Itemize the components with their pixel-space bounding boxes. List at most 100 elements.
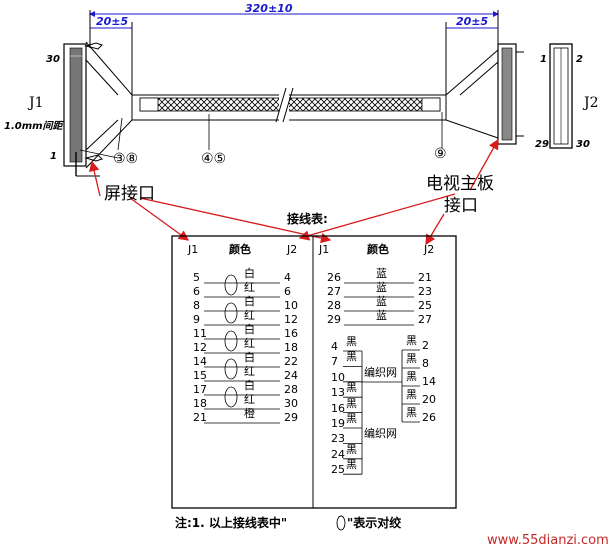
j1-pin-bottom: 1: [50, 151, 57, 162]
left-row-j2-pin: 4: [284, 271, 291, 284]
left-table-lines: [204, 274, 280, 424]
flat-cable: [131, 87, 447, 124]
j2-pinout: [549, 43, 573, 149]
j1-pin-top: 30: [46, 54, 60, 65]
ground-right-color: 黑: [406, 370, 417, 383]
left-row-j1-pin: 8: [193, 299, 200, 312]
j1-label: J1: [29, 95, 44, 111]
ground-left-color: 编织网: [364, 427, 397, 441]
callout-38: ③⑧: [113, 151, 139, 167]
left-row-color: 白: [244, 351, 255, 364]
left-row-j1-pin: 9: [193, 313, 200, 326]
ground-left-color: 编织网: [364, 365, 397, 379]
left-row-color: 白: [244, 267, 255, 280]
left-row-color: 橙: [244, 407, 255, 420]
right-header-j1: J1: [319, 243, 330, 256]
left-header-color: 颜色: [229, 243, 251, 256]
left-row-j1-pin: 18: [193, 397, 207, 410]
ground-left-color: 黑: [346, 442, 357, 456]
left-row-color: 红: [244, 309, 255, 322]
ground-left-pin: 13: [331, 386, 345, 400]
ground-left-color: 黑: [346, 396, 357, 410]
left-row-j1-pin: 11: [193, 327, 207, 340]
left-row-color: 红: [244, 281, 255, 294]
right-row-color: 蓝: [376, 267, 387, 280]
right-row-j1-pin: 26: [327, 271, 341, 284]
ground-left-color: 黑: [346, 412, 357, 425]
left-row-j2-pin: 22: [284, 355, 298, 368]
right-header-j2: J2: [424, 243, 435, 256]
ground-left-pin: 25: [331, 463, 345, 477]
twist-pair-oval: [224, 330, 238, 352]
j1-caption: 屏接口: [104, 184, 155, 204]
left-row-j1-pin: 17: [193, 383, 207, 396]
left-row-j1-pin: 21: [193, 411, 207, 424]
left-row-j2-pin: 28: [284, 383, 298, 396]
left-row-j2-pin: 10: [284, 299, 298, 312]
left-row-j2-pin: 6: [284, 285, 291, 298]
left-row-j2-pin: 24: [284, 369, 298, 382]
left-row-j2-pin: 30: [284, 397, 298, 410]
callout-9: ⑨: [434, 146, 447, 162]
left-row-j2-pin: 16: [284, 327, 298, 340]
ground-left-color: 黑: [346, 381, 357, 395]
left-row-color: 白: [244, 295, 255, 308]
twist-pair-oval: [224, 386, 238, 408]
left-row-j1-pin: 15: [193, 369, 207, 382]
right-row-j2-pin: 23: [418, 285, 432, 298]
wiring-table-title: 接线表:: [287, 212, 328, 226]
right-row-color: 蓝: [376, 295, 387, 308]
right-row-j2-pin: 21: [418, 271, 432, 284]
left-row-j1-pin: 12: [193, 341, 207, 354]
left-row-color: 白: [244, 379, 255, 392]
ground-right-color: 黑: [406, 406, 417, 419]
ground-left-color: 黑: [346, 350, 357, 364]
ground-right-pin: 14: [422, 375, 436, 388]
left-row-j2-pin: 12: [284, 313, 298, 326]
ground-left-pin: 24: [331, 447, 345, 461]
callout-45: ④⑤: [201, 151, 227, 167]
pointer-arrows: [89, 138, 499, 246]
ground-left-color: 黑: [346, 458, 357, 472]
ground-right-pin: 26: [422, 411, 436, 424]
dim-right-offset: 20±5: [456, 15, 489, 28]
left-row-j2-pin: 29: [284, 411, 298, 424]
j1-pitch: 1.0mm间距: [4, 121, 63, 132]
j2-pin-29: 29: [535, 139, 549, 150]
left-row-color: 红: [244, 337, 255, 350]
ground-left-color: 黑: [346, 335, 357, 348]
left-row-j2-pin: 18: [284, 341, 298, 354]
left-header-j2: J2: [287, 243, 298, 256]
twist-pair-oval: [224, 274, 238, 296]
ground-right-color: 黑: [406, 352, 417, 365]
twist-pair-oval: [224, 358, 238, 380]
ground-right-pin: 2: [422, 339, 429, 352]
left-row-color: 红: [244, 365, 255, 378]
right-row-j2-pin: 25: [418, 299, 432, 312]
ground-left-pin: 4: [331, 340, 338, 353]
note-prefix: 注:1. 以上接线表中": [175, 516, 288, 530]
watermark: www.55dianzi.com: [487, 533, 609, 548]
j2-pin-30: 30: [576, 139, 590, 150]
left-row-color: 红: [244, 393, 255, 406]
right-row-color: 蓝: [376, 309, 387, 322]
right-row-j1-pin: 27: [327, 285, 341, 298]
right-header-color: 颜色: [367, 243, 389, 256]
callout-leaders: [79, 112, 443, 159]
j2-caption-line1: 电视主板: [426, 174, 494, 194]
j2-pin-1: 1: [540, 54, 547, 65]
twist-symbol: [336, 515, 346, 531]
dim-total-length: 320±10: [245, 2, 293, 15]
j2-label: J2: [584, 95, 599, 111]
ground-left-pin: 16: [331, 401, 345, 415]
right-row-j1-pin: 28: [327, 299, 341, 312]
ground-left-pin: 23: [331, 432, 345, 446]
j2-connector: [445, 43, 524, 145]
ground-right-color: 黑: [406, 388, 417, 401]
j1-connector: [63, 41, 133, 177]
dimension-lines: [89, 10, 499, 95]
j2-caption-line2: 接口: [444, 196, 478, 216]
ground-left-pin: 7: [331, 355, 338, 369]
left-header-j1: J1: [188, 243, 199, 256]
